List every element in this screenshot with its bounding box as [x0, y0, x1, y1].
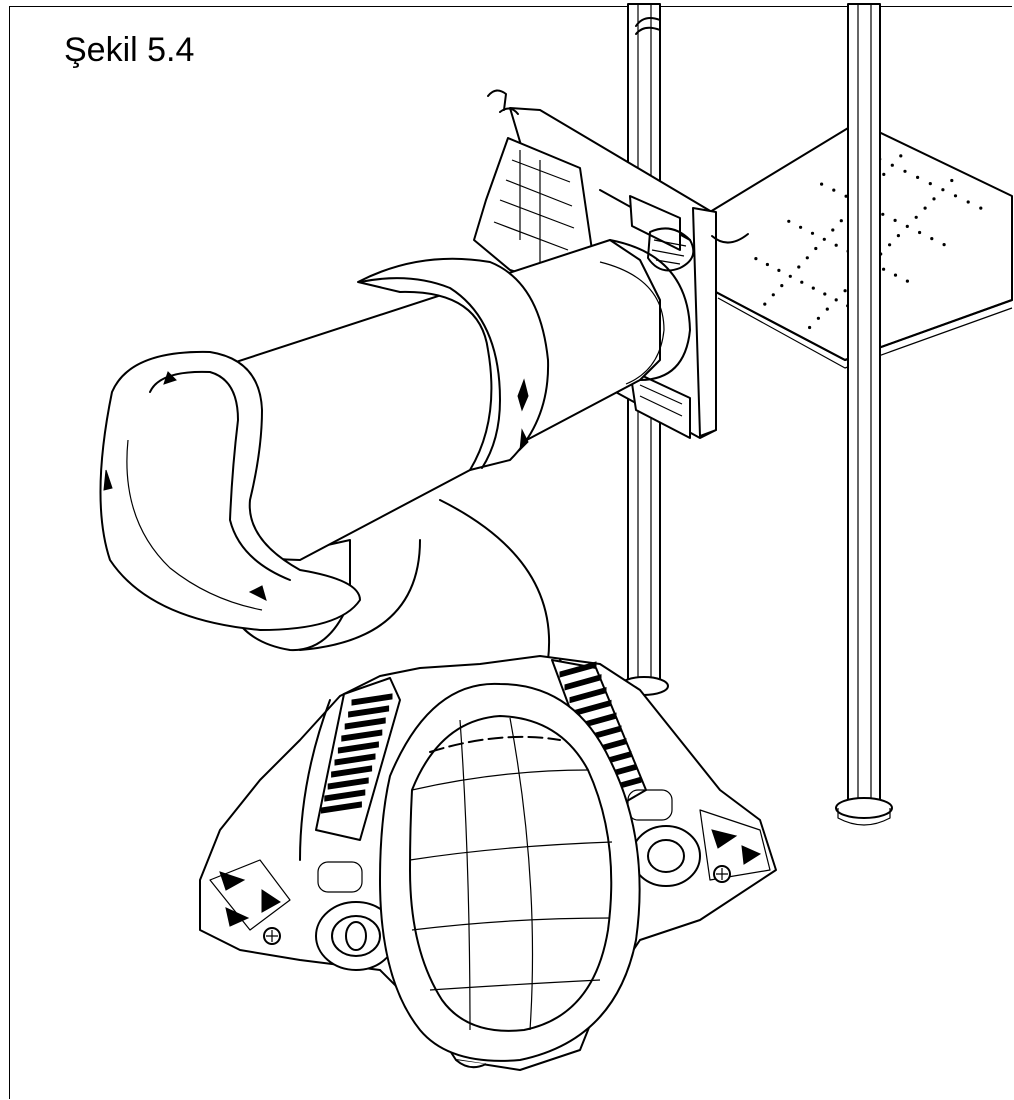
deck-hole	[777, 268, 781, 272]
deck-hole	[928, 182, 932, 186]
deck-hole	[811, 286, 815, 290]
deck-hole	[905, 279, 910, 283]
hood-rib	[341, 729, 383, 742]
deck-hole	[799, 225, 803, 229]
deck-hole	[881, 212, 885, 216]
deck-hole	[979, 206, 983, 210]
hood-rib	[559, 661, 597, 678]
figure-label: Şekil 5.4	[64, 31, 195, 69]
deck-hole	[831, 228, 835, 232]
hood-rib	[348, 705, 390, 718]
post-right	[835, 3, 893, 826]
hood-rib	[351, 693, 393, 706]
deck-hole	[923, 206, 927, 210]
deck-hole	[808, 325, 812, 330]
deck-hole	[918, 230, 922, 235]
figure-frame	[9, 6, 1012, 1099]
deck-hole	[882, 267, 886, 271]
deck-hole	[814, 246, 818, 251]
deck-hole	[932, 197, 936, 201]
deck-hole	[903, 169, 907, 173]
deck-hole	[771, 293, 775, 297]
deck-hole	[905, 224, 909, 228]
deck-hole	[950, 178, 954, 183]
deck-hole	[805, 256, 809, 260]
deck-hole	[823, 292, 827, 296]
deck-hole	[820, 182, 824, 186]
deck-hole	[797, 265, 801, 269]
hood-rib	[337, 741, 379, 754]
deck-hole	[916, 175, 920, 179]
deck-hole	[816, 316, 821, 320]
deck-hole	[882, 172, 886, 176]
hood-rib	[334, 753, 376, 766]
deck-hole	[763, 302, 767, 306]
deck-hole	[765, 262, 770, 267]
deck-hole	[896, 234, 901, 238]
deck-hole	[899, 154, 903, 158]
deck-hole	[888, 243, 892, 247]
hood-rib	[324, 789, 366, 802]
hood-rib	[331, 765, 373, 778]
deck-hole	[844, 194, 848, 198]
deck-hole	[834, 298, 838, 302]
deck-hole	[825, 307, 829, 311]
deck-hole	[787, 219, 791, 223]
deck-hole	[890, 163, 894, 167]
deck-hole	[942, 243, 946, 247]
deck-hole	[941, 188, 945, 192]
deck-hole	[788, 274, 792, 278]
deck-hole	[914, 215, 918, 219]
deck-hole	[839, 219, 843, 223]
deck-hole	[800, 280, 804, 284]
deck-hole	[834, 243, 838, 247]
hood-rib	[564, 674, 602, 691]
deck-hole	[930, 237, 934, 241]
hood-rib	[569, 686, 607, 704]
deck-hole	[832, 188, 836, 192]
slide-tube	[99, 239, 691, 631]
deck-hole	[966, 200, 970, 204]
deck-hole	[893, 218, 897, 222]
deck-hole	[754, 257, 758, 261]
exit-hood	[199, 655, 777, 1071]
deck-hole	[843, 289, 847, 293]
deck-hole	[893, 273, 898, 277]
hood-rib	[344, 717, 386, 730]
hood-rib	[327, 777, 369, 790]
hood-rib	[320, 801, 362, 814]
deck-hole	[953, 194, 958, 198]
deck-hole	[822, 237, 826, 241]
deck-hole	[780, 284, 784, 288]
deck-hole	[810, 231, 815, 235]
